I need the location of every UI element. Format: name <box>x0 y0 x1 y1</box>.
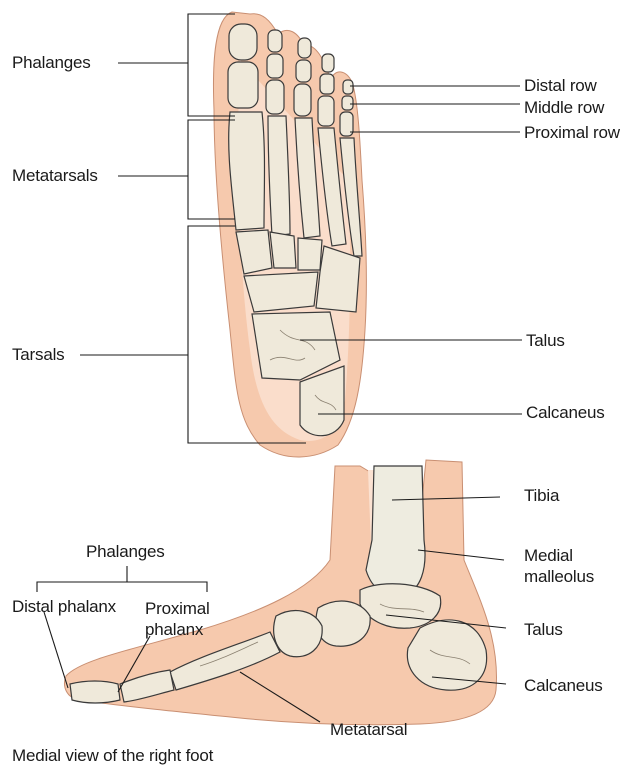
calcaneus-bone-medial <box>407 620 486 690</box>
toe2-proximal-bone <box>266 80 284 114</box>
label-calcaneus-superior: Calcaneus <box>526 404 605 422</box>
label-middle-row: Middle row <box>524 99 604 117</box>
label-tibia: Tibia <box>524 487 559 505</box>
toe5-middle-bone <box>342 96 353 110</box>
label-metatarsal: Metatarsal <box>330 721 407 739</box>
toe2-middle-bone <box>267 54 283 78</box>
toe4-distal-bone <box>322 54 334 72</box>
distal-phalanx-bone <box>70 681 120 703</box>
label-talus-superior: Talus <box>526 332 565 350</box>
label-distal-phalanx: Distal phalanx <box>12 598 116 616</box>
label-phalanges-medial: Phalanges <box>86 543 165 561</box>
toe3-proximal-bone <box>294 84 311 116</box>
label-metatarsals: Metatarsals <box>12 167 98 185</box>
navicular <box>244 272 318 312</box>
label-proximal-row: Proximal row <box>524 124 620 142</box>
toe3-distal-bone <box>298 38 311 58</box>
label-phalanges: Phalanges <box>12 54 91 72</box>
label-distal-row: Distal row <box>524 77 597 95</box>
toe4-proximal-bone <box>318 96 334 126</box>
superior-foot-view <box>213 12 366 457</box>
toe2-distal-bone <box>268 30 282 52</box>
metatarsal-2 <box>268 116 290 236</box>
label-calcaneus-medial: Calcaneus <box>524 677 603 695</box>
toe3-middle-bone <box>296 60 311 82</box>
intermediate-cuneiform <box>270 232 296 268</box>
hallux-proximal-bone <box>228 62 258 108</box>
distal-phalanx-leader <box>44 612 68 688</box>
hallux-distal-bone <box>229 24 257 60</box>
toe4-middle-bone <box>320 74 334 94</box>
tibia-bone <box>366 466 425 597</box>
label-medial-malleolus: Medial malleolus <box>524 545 594 587</box>
label-proximal-phalanx: Proximal phalanx <box>145 598 210 640</box>
toe5-distal-bone <box>343 80 353 94</box>
figure-caption: Medial view of the right foot <box>12 747 213 765</box>
medial-foot-view <box>65 460 497 725</box>
label-tarsals: Tarsals <box>12 346 64 364</box>
lateral-cuneiform <box>298 238 322 270</box>
label-talus-medial: Talus <box>524 621 563 639</box>
phalanges-bracket-medial <box>37 582 207 592</box>
metatarsal-1 <box>229 112 265 230</box>
cuneiform-bone-medial <box>274 611 322 657</box>
cuboid <box>316 246 360 312</box>
